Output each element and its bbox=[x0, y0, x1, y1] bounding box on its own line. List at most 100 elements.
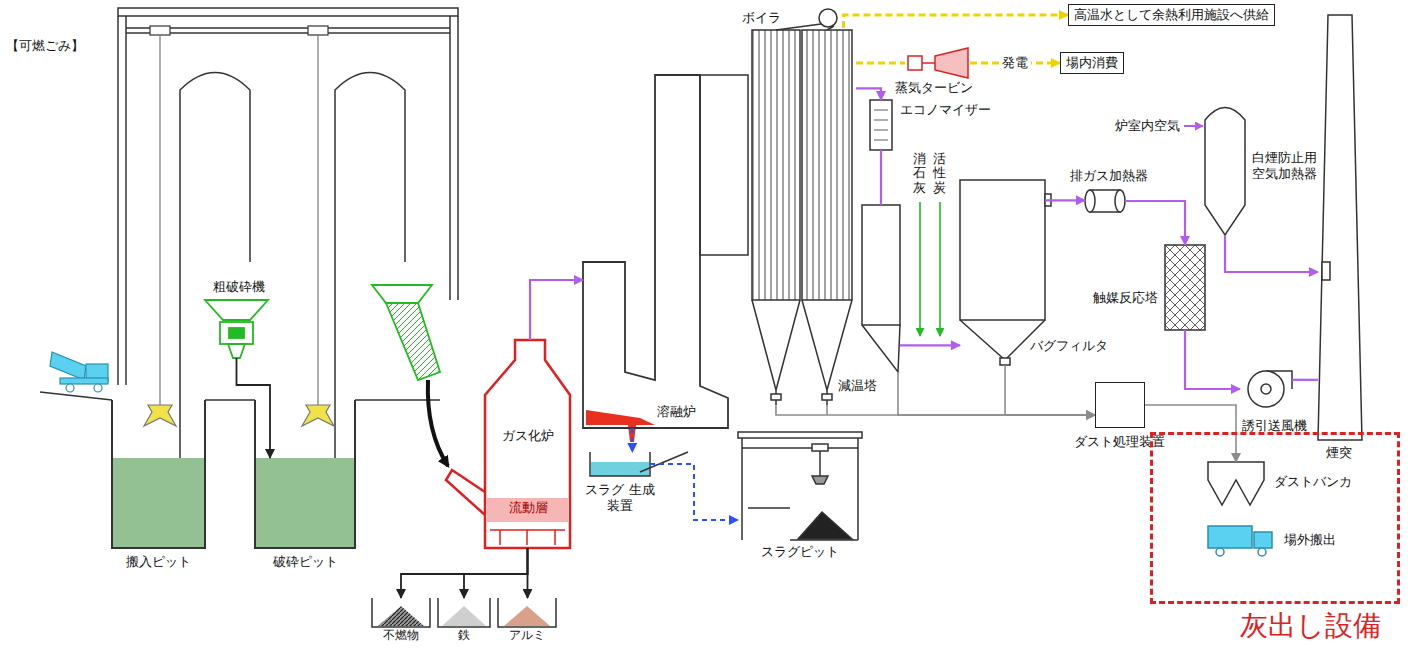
melting-furnace: 溶融炉 bbox=[583, 262, 728, 428]
flow-connector bbox=[844, 15, 1068, 28]
gasifier bbox=[487, 498, 568, 522]
equipment-label: スラグ 生成装置 bbox=[585, 482, 655, 515]
gas-heater bbox=[1115, 190, 1125, 212]
air-heater bbox=[1205, 108, 1245, 236]
air-source-label: 炉室内空気 bbox=[1115, 118, 1180, 134]
waste-bunker-building bbox=[126, 32, 450, 34]
equipment-label: 触媒反応塔 bbox=[1093, 290, 1158, 306]
bag-filter bbox=[960, 180, 1051, 365]
waste-bunker-building bbox=[40, 8, 458, 458]
waste-pit bbox=[112, 400, 355, 548]
flow-connector bbox=[900, 344, 960, 346]
waste-pit bbox=[113, 458, 204, 547]
room-air-line bbox=[1184, 125, 1203, 127]
bag-filter bbox=[1000, 358, 1010, 365]
residue-bin: アルミ bbox=[498, 598, 556, 626]
slag-pit-building bbox=[738, 432, 862, 438]
residue-bin bbox=[372, 598, 556, 627]
delivery-truck bbox=[66, 384, 74, 392]
gasifier bbox=[485, 340, 570, 548]
receiving-pit: 搬入ピット bbox=[112, 458, 205, 548]
gas-heater: 排ガス加熱器 bbox=[1085, 190, 1125, 212]
economizer: エコノマイザー bbox=[870, 100, 892, 150]
flow-connector bbox=[776, 405, 1095, 415]
equipment-label: 煙突 bbox=[1326, 445, 1352, 461]
slag-generator bbox=[590, 452, 688, 476]
induced-draft-fan: 誘引送風機 bbox=[1240, 366, 1292, 412]
waste-bunker-building bbox=[126, 27, 450, 29]
boiler bbox=[752, 30, 800, 300]
dust-bunker-and-truck bbox=[1208, 526, 1252, 548]
equipment-label: スラグピット bbox=[738, 544, 862, 560]
cooling-tower: 減温塔 bbox=[862, 205, 900, 372]
stack bbox=[1318, 15, 1362, 440]
connector-part bbox=[237, 15, 1319, 598]
flow-connector bbox=[530, 280, 583, 340]
flow-connector bbox=[1225, 235, 1318, 272]
residue-bin bbox=[372, 598, 556, 627]
slag-generator bbox=[590, 452, 650, 476]
catalyst-tower: 触媒反応塔 bbox=[1165, 245, 1205, 330]
waste-bunker-building bbox=[125, 16, 127, 385]
destination-box: 場内消費 bbox=[1060, 52, 1124, 74]
residue-bin bbox=[378, 606, 424, 626]
crane bbox=[144, 26, 334, 426]
residue-bin bbox=[442, 606, 486, 626]
equipment-label: 流動層 bbox=[493, 500, 563, 516]
dust-bunker-and-truck bbox=[1208, 462, 1272, 556]
slag-pit-building bbox=[738, 432, 862, 540]
equipment-label: ダストバンカ bbox=[1274, 474, 1352, 490]
slag-generator bbox=[591, 462, 649, 476]
flow-connector bbox=[1125, 201, 1185, 245]
crane bbox=[302, 405, 334, 426]
flow-connector bbox=[527, 548, 529, 598]
induced-draft-fan bbox=[1261, 384, 1271, 394]
ash-discharge-region: 灰出し設備ダストバンカ場外搬出 bbox=[1150, 432, 1400, 604]
crusher: 粗破砕機 bbox=[205, 300, 268, 358]
waste-bunker-building bbox=[449, 16, 451, 300]
crusher-and-feeder bbox=[372, 285, 432, 303]
dust-bunker-and-truck bbox=[1258, 548, 1266, 556]
equipment-label: バグフィルタ bbox=[1030, 338, 1108, 354]
flow-connector bbox=[856, 88, 881, 100]
boiler bbox=[819, 9, 837, 27]
crusher-and-feeder bbox=[228, 344, 245, 358]
reagent-injection bbox=[939, 202, 941, 336]
crusher-and-feeder bbox=[229, 328, 244, 338]
slag-generator bbox=[640, 452, 688, 472]
equipment-label: 灰出し設備 bbox=[1240, 608, 1381, 643]
delivery-truck bbox=[94, 384, 102, 392]
crusher-and-feeder bbox=[386, 303, 440, 380]
crane bbox=[159, 35, 160, 405]
waste-pit bbox=[112, 400, 355, 548]
reagent-injection bbox=[920, 202, 940, 336]
delivery-truck bbox=[50, 352, 86, 380]
waste-bunker-building bbox=[40, 392, 440, 400]
cooling-tower bbox=[862, 205, 900, 325]
reagent-label: 消石灰 bbox=[913, 152, 926, 195]
bag-filter bbox=[960, 180, 1045, 320]
equipment-label: 粗破砕機 bbox=[213, 279, 265, 295]
gasifier bbox=[446, 470, 485, 515]
boiler bbox=[700, 9, 852, 405]
equipment-label: 不燃物 bbox=[366, 628, 436, 643]
economizer bbox=[870, 100, 892, 150]
economizer bbox=[874, 110, 888, 140]
equipment-label: 排ガス加熱器 bbox=[1070, 168, 1148, 184]
equipment-label: ボイラ bbox=[742, 10, 781, 26]
gasifier bbox=[446, 340, 570, 548]
flow-connector bbox=[1005, 365, 1095, 415]
equipment-label: 蒸気タービン bbox=[895, 80, 973, 96]
gasifier bbox=[490, 530, 565, 545]
flow-connector bbox=[1185, 330, 1240, 389]
flow-connector bbox=[898, 372, 1095, 415]
crane bbox=[308, 26, 328, 35]
flow-connector bbox=[1292, 379, 1318, 381]
bag-filter: バグフィルタ bbox=[960, 180, 1045, 365]
residue-bin: 不燃物 bbox=[372, 598, 430, 626]
boiler bbox=[752, 300, 852, 405]
equipment-label: ガス化炉 bbox=[493, 428, 563, 444]
delivery-truck bbox=[60, 378, 108, 384]
feed-arrow bbox=[428, 380, 448, 466]
